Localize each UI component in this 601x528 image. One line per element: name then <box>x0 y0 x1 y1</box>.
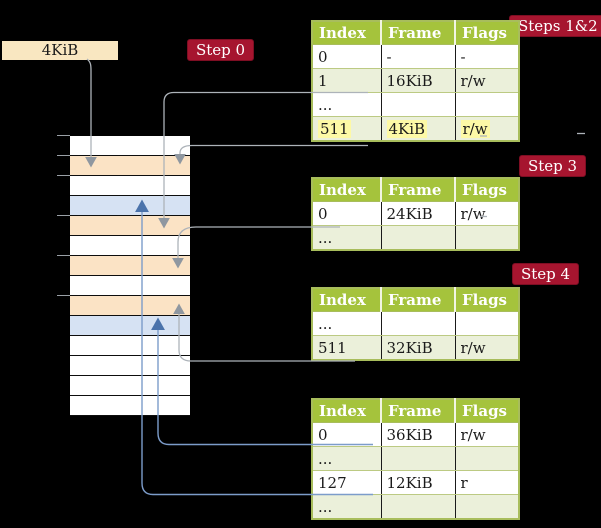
memory-row-blue <box>70 196 190 216</box>
table-cell: r/w <box>455 201 519 226</box>
table-cell: r/w <box>455 422 519 447</box>
table-cell: 511 <box>312 335 382 360</box>
table-cell: - <box>381 44 456 69</box>
table-row: ... <box>312 225 519 250</box>
table-row: 511 4KiB r/w <box>312 116 519 141</box>
table-cell: 12KiB <box>381 470 456 495</box>
table-cell: 0 <box>312 201 382 226</box>
table-cell: 36KiB <box>381 422 456 447</box>
table-cell: 32KiB <box>381 335 456 360</box>
table-cell: r/w <box>455 335 519 360</box>
column-header-frame: Frame <box>381 399 456 423</box>
table-cell <box>455 225 519 250</box>
table-cell <box>381 311 456 336</box>
table-cell: r <box>455 470 519 495</box>
table-cell: ... <box>312 494 382 519</box>
table-cell <box>455 494 519 519</box>
table-cell: 0 <box>312 44 382 69</box>
memory-row-white <box>70 336 190 356</box>
step-0-badge: Step 0 <box>187 39 255 61</box>
table-cell <box>455 92 519 117</box>
table-cell <box>455 446 519 471</box>
memory-row-peach <box>70 156 190 176</box>
step-3-badge: Step 3 <box>519 155 587 177</box>
table-row: ... <box>312 311 519 336</box>
steps-1-2-badge: Steps 1&2 <box>509 15 601 37</box>
table-row: ... <box>312 494 519 519</box>
memory-row-white <box>70 176 190 196</box>
memory-row-white <box>70 376 190 396</box>
memory-row-blue <box>70 316 190 336</box>
column-header-index: Index <box>312 21 382 45</box>
table-cell: 0 <box>312 422 382 447</box>
memory-row-peach <box>70 296 190 316</box>
column-header-flags: Flags <box>455 21 519 45</box>
memory-row-white <box>70 236 190 256</box>
column-header-flags: Flags <box>455 399 519 423</box>
memory-row-white <box>70 136 190 156</box>
table-cell: 16KiB <box>381 68 456 93</box>
table-cell: r/w <box>455 68 519 93</box>
stack-tick-marks <box>57 135 70 296</box>
highlighted-value: 4KiB <box>386 119 428 138</box>
column-header-flags: Flags <box>455 178 519 202</box>
table-cell: ... <box>312 225 382 250</box>
physical-memory-stack <box>70 135 190 416</box>
column-header-frame: Frame <box>381 178 456 202</box>
column-header-frame: Frame <box>381 288 456 312</box>
table-row: ... <box>312 446 519 471</box>
frame-4kib-box: 4KiB <box>2 41 118 60</box>
table-cell <box>381 92 456 117</box>
table-cell: - <box>455 44 519 69</box>
column-header-index: Index <box>312 399 382 423</box>
column-header-flags: Flags <box>455 288 519 312</box>
column-header-index: Index <box>312 288 382 312</box>
column-header-index: Index <box>312 178 382 202</box>
table-cell <box>381 494 456 519</box>
table-cell: ... <box>312 311 382 336</box>
column-header-frame: Frame <box>381 21 456 45</box>
arrow-table1-row511-to-stack <box>174 144 368 165</box>
table-cell <box>381 225 456 250</box>
table-cell: r/w <box>455 116 519 141</box>
table-cell <box>381 446 456 471</box>
memory-row-white <box>70 276 190 296</box>
memory-row-peach <box>70 216 190 236</box>
table-cell: 1 <box>312 68 382 93</box>
table-cell: ... <box>312 92 382 117</box>
highlighted-value: r/w <box>460 119 490 138</box>
table-cell: 4KiB <box>381 116 456 141</box>
table-cell: 127 <box>312 470 382 495</box>
memory-row-white <box>70 396 190 416</box>
table-cell: 511 <box>312 116 382 141</box>
highlighted-value: 511 <box>318 119 351 138</box>
table-cell: 24KiB <box>381 201 456 226</box>
memory-row-white <box>70 356 190 376</box>
table-row: ... <box>312 92 519 117</box>
table-cell <box>455 311 519 336</box>
table-cell: ... <box>312 446 382 471</box>
step-4-badge: Step 4 <box>512 263 580 285</box>
table-row: 0-- <box>312 44 519 69</box>
memory-row-peach <box>70 256 190 276</box>
